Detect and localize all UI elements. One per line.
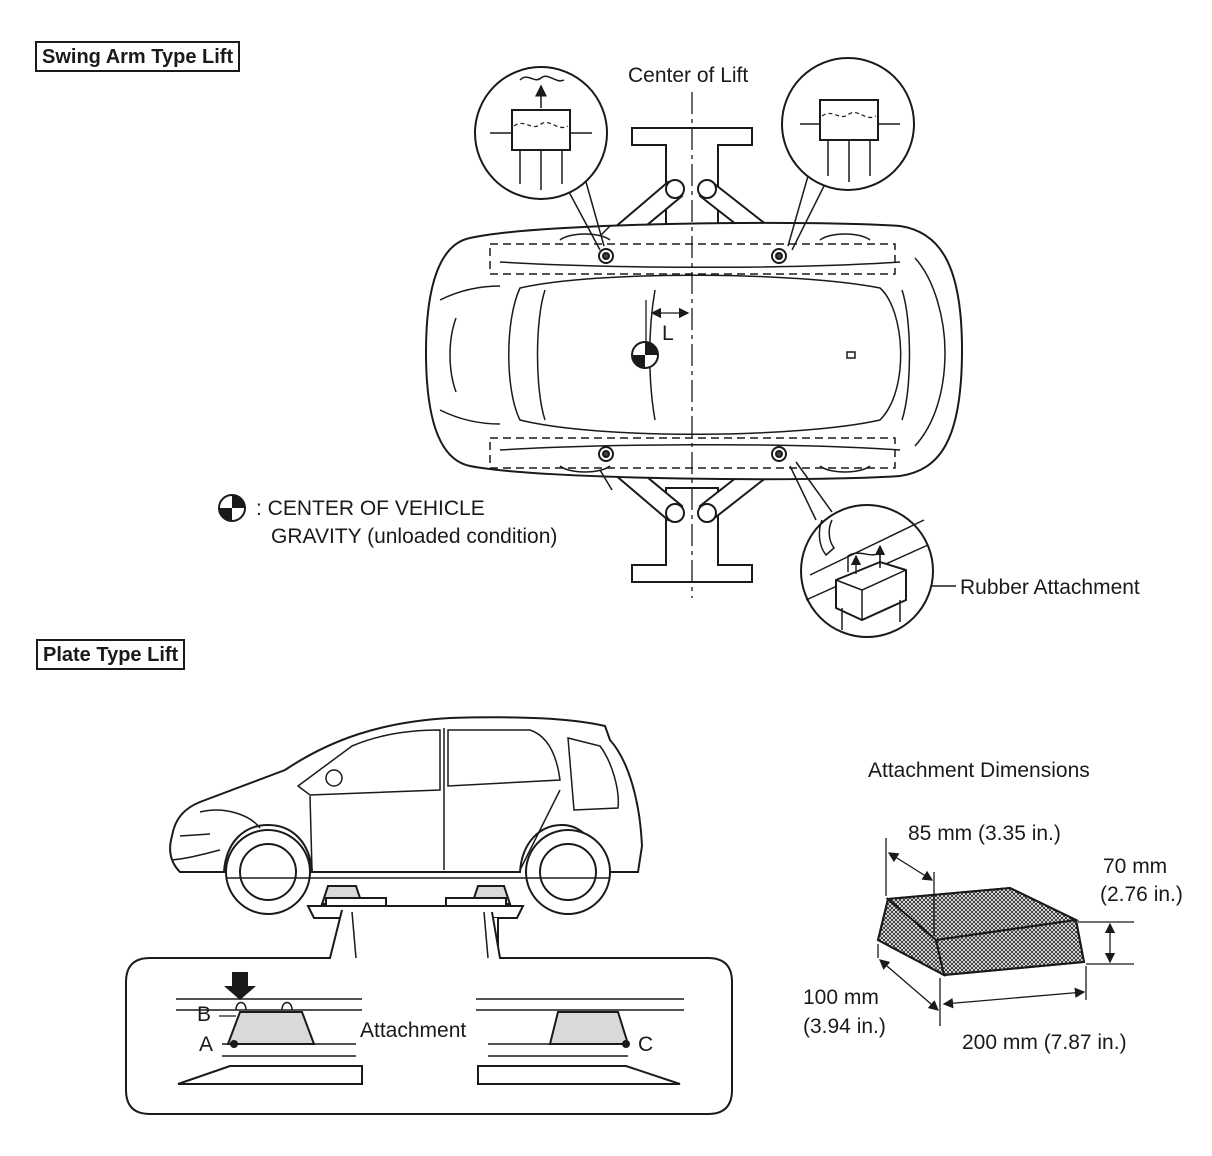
attachment-dimensions-title: Attachment Dimensions [868,759,1090,782]
dimension-height-in: (2.76 in.) [1100,883,1183,906]
plate-lift-section-title: Plate Type Lift [36,639,186,670]
point-b-label: B [197,1003,212,1026]
attachment-label: Attachment [358,1019,469,1043]
point-a-label: A [199,1033,214,1056]
detail-callout-front [474,66,608,251]
down-arrow-icon [224,972,256,1000]
vehicle-side-view [169,716,644,915]
lift-point-rear-right [771,446,787,462]
dimension-length: 200 mm (7.87 in.) [962,1031,1127,1054]
lift-point-front-right [598,446,614,462]
cog-legend-line1: : CENTER OF VEHICLE [256,497,485,520]
dimension-height-mm: 70 mm [1103,855,1168,878]
point-c-label: C [638,1033,654,1056]
lift-point-front-left [598,248,614,264]
plate-lift-detail-box [125,909,733,1115]
swing-arm-section-title: Swing Arm Type Lift [35,41,241,72]
center-of-gravity-symbol [631,341,659,369]
detail-callout-rear [781,57,915,251]
vehicle-top-view [424,221,964,491]
lift-point-rear-left [771,248,787,264]
rubber-attachment-callout [789,461,956,638]
dimension-depth-mm: 100 mm [803,986,879,1009]
dimension-L-label: L [662,322,674,345]
cog-legend-icon [218,494,246,522]
cog-legend-line2: GRAVITY (unloaded condition) [271,525,558,548]
rubber-attachment-label: Rubber Attachment [960,576,1140,599]
attachment-block [876,886,1086,977]
center-of-lift-label: Center of Lift [628,64,749,87]
dimension-depth-in: (3.94 in.) [803,1015,886,1038]
dimension-top-width: 85 mm (3.35 in.) [908,822,1061,845]
attachment-dimension-lines [877,838,1134,1026]
